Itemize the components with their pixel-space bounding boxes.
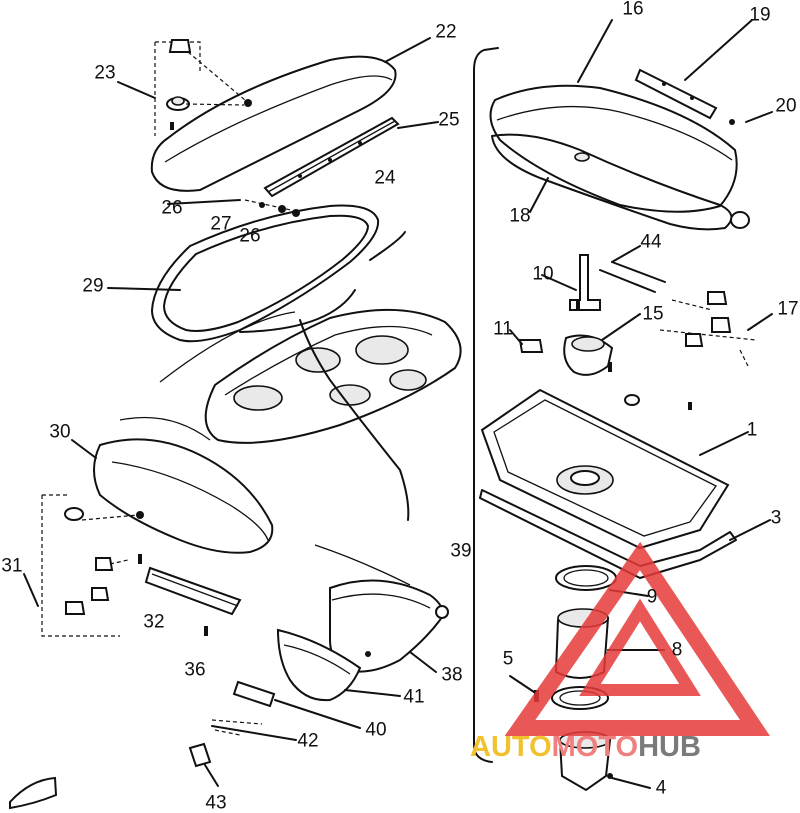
callout-43: 43: [205, 792, 227, 813]
callout-15: 15: [642, 303, 664, 325]
callout-40: 40: [365, 719, 387, 741]
callout-24: 24: [374, 167, 396, 189]
watermark-moto: MOTO: [551, 731, 639, 763]
callout-11: 11: [493, 318, 513, 340]
watermark-text: AUTOMOTOHUB: [470, 733, 701, 762]
callout-42: 42: [297, 730, 319, 752]
callout-3: 3: [770, 507, 782, 529]
callout-4: 4: [655, 777, 667, 799]
part-9-hose-clamps: [551, 565, 617, 710]
callout-41: 41: [403, 686, 425, 708]
callout-16: 16: [622, 0, 644, 20]
callout-36: 36: [184, 659, 206, 681]
callout-27: 27: [210, 213, 232, 235]
callout-17: 17: [777, 298, 799, 320]
part-26-27-screws: [244, 199, 301, 217]
part-23-fastener-set: [154, 39, 246, 136]
part-41-cover-flap: [276, 628, 362, 702]
callout-1: 1: [746, 419, 758, 441]
callout-18: 18: [509, 205, 531, 227]
callout-29: 29: [82, 275, 104, 297]
callout-30: 30: [49, 421, 71, 443]
watermark-auto: AUTO: [470, 731, 552, 763]
watermark-triangle: [504, 541, 770, 736]
part-1-storage-tray: [480, 388, 730, 550]
callout-22: 22: [435, 21, 457, 43]
callout-19: 19: [749, 4, 771, 26]
callout-25: 25: [438, 109, 460, 131]
part-44-pins: [599, 261, 666, 293]
callout-32: 32: [143, 611, 165, 633]
callout-23: 23: [94, 62, 116, 84]
part-3-gasket: [479, 489, 737, 579]
part-24-25-hinge-strip: [263, 116, 400, 198]
part-19-20-hinge-strap: [634, 68, 735, 125]
callout-8: 8: [671, 639, 683, 661]
callout-5: 5: [502, 648, 514, 670]
part-17-fastener-set: [659, 291, 757, 367]
leader-lines: [23, 19, 773, 789]
part-18-lid-seal: [491, 133, 750, 231]
deck-hull: [119, 308, 462, 521]
callout-44: 44: [640, 231, 662, 253]
part-10-bracket: [569, 254, 601, 311]
part-22-front-hatch-lid: [150, 55, 397, 192]
callout-10: 10: [532, 263, 554, 285]
part-11-15-valve-cup: [518, 334, 692, 410]
part-40-42-43-latch-parts: [9, 680, 276, 810]
part-31-fastener-set: [41, 494, 139, 637]
callout-20: 20: [775, 95, 797, 117]
watermark-logo: [504, 541, 770, 736]
callout-38: 38: [441, 664, 463, 686]
group-bracket: [473, 47, 499, 763]
part-30-rear-hatch-lid: [93, 438, 274, 554]
watermark-hub: HUB: [638, 731, 701, 763]
callout-31: 31: [1, 555, 23, 577]
callout-26a: 26: [161, 197, 183, 219]
callout-9: 9: [646, 586, 658, 608]
part-32-hinge-plate: [138, 554, 242, 636]
callout-39: 39: [450, 540, 472, 562]
part-29-hatch-seal: [151, 204, 406, 343]
callout-26b: 26: [239, 225, 261, 247]
